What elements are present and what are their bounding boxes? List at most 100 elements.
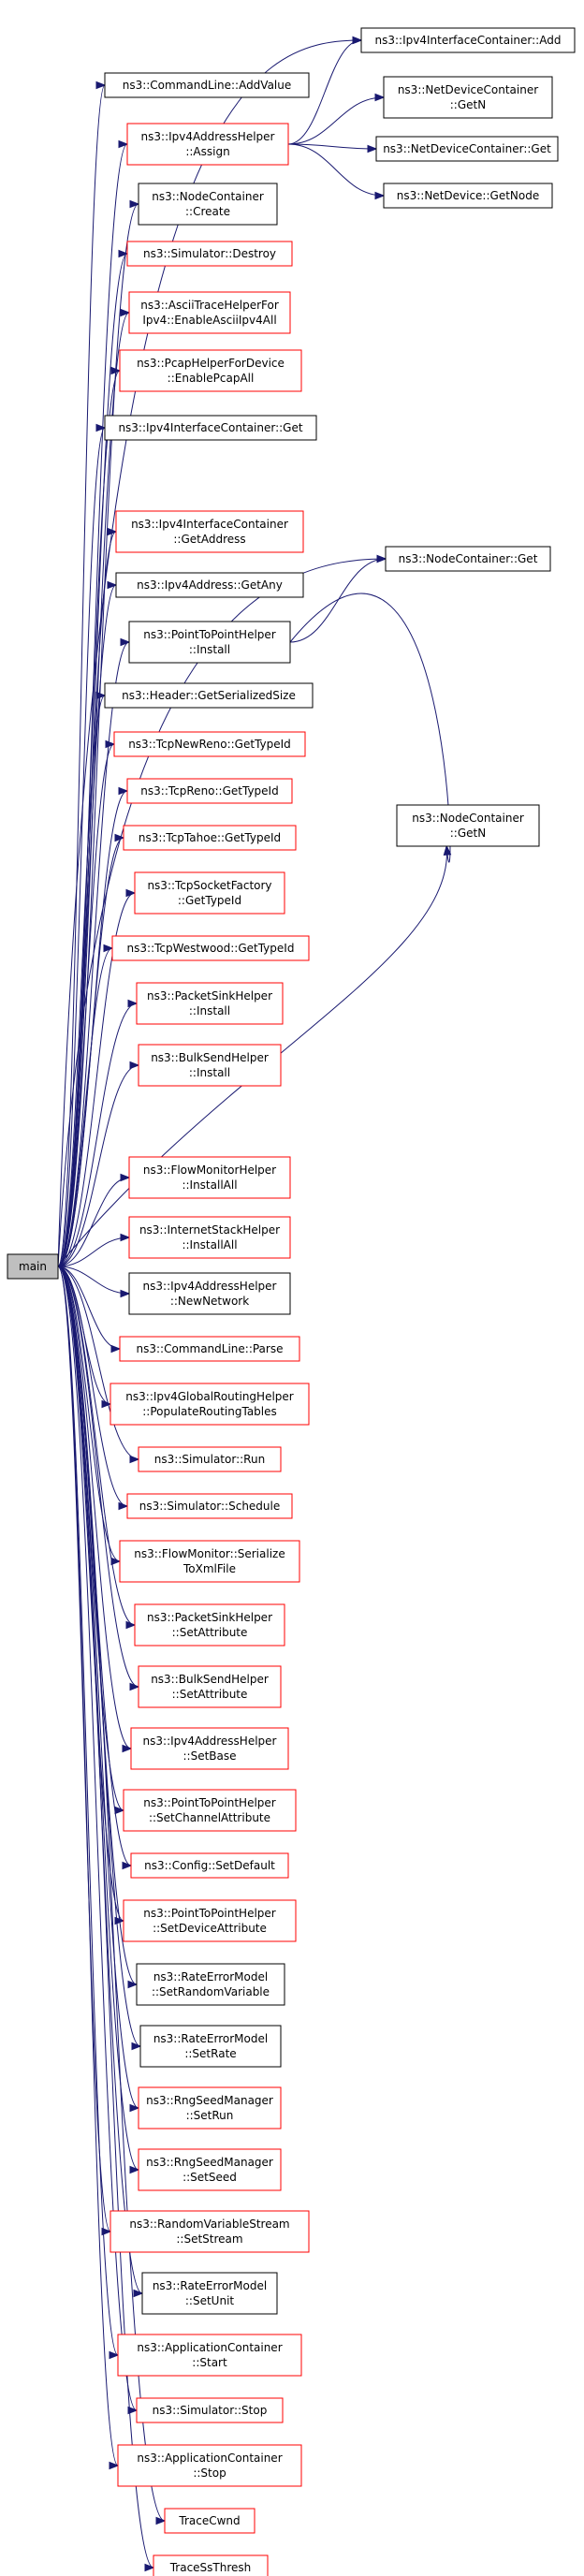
- edge-main-to-n22: [57, 1266, 122, 1354]
- node-n37[interactable]: ns3::RandomVariableStream::SetStream: [110, 2210, 310, 2253]
- node-box: [138, 1044, 282, 1087]
- edge-line: [287, 143, 377, 150]
- edge-arrowhead: [118, 1501, 129, 1511]
- node-n29[interactable]: ns3::Ipv4AddressHelper::SetBase: [130, 1727, 289, 1770]
- node-n6[interactable]: ns3::PcapHelperForDevice::EnablePcapAll: [119, 349, 302, 392]
- node-label: ns3::BulkSendHelper: [151, 1673, 269, 1686]
- edge-line: [57, 1064, 139, 1267]
- node-n10[interactable]: ns3::PointToPointHelper::Install: [128, 621, 291, 664]
- node-n36[interactable]: ns3::RngSeedManager::SetSeed: [138, 2148, 282, 2191]
- call-nodes: mainns3::CommandLine::AddValuens3::Ipv4A…: [7, 27, 576, 2576]
- node-r5[interactable]: ns3::NodeContainer::Get: [385, 546, 551, 572]
- edge-line: [57, 84, 106, 1267]
- node-box: [128, 291, 291, 334]
- node-label: ns3::Simulator::Stop: [153, 2404, 268, 2417]
- node-n9[interactable]: ns3::Ipv4Address::GetAny: [115, 572, 304, 598]
- node-box: [104, 415, 317, 441]
- node-n40[interactable]: ns3::Simulator::Stop: [136, 2397, 284, 2423]
- node-n39[interactable]: ns3::ApplicationContainer::Start: [117, 2334, 302, 2377]
- node-n13[interactable]: ns3::TcpReno::GetTypeId: [126, 778, 293, 804]
- node-n15[interactable]: ns3::TcpSocketFactory::GetTypeId: [134, 871, 285, 915]
- node-label: ::Install: [189, 1004, 230, 1017]
- node-label: TraceSsThresh: [169, 2561, 252, 2574]
- node-n12[interactable]: ns3::TcpNewReno::GetTypeId: [113, 731, 306, 757]
- edge-main-to-n25: [57, 1266, 129, 1511]
- node-box: [119, 1540, 300, 1583]
- node-n28[interactable]: ns3::BulkSendHelper::SetAttribute: [138, 1665, 282, 1708]
- node-n32[interactable]: ns3::PointToPointHelper::SetDeviceAttrib…: [123, 1899, 297, 1942]
- node-n34[interactable]: ns3::RateErrorModel::SetRate: [139, 2025, 282, 2068]
- node-n41[interactable]: ns3::ApplicationContainer::Stop: [117, 2444, 302, 2487]
- node-label: ns3::PointToPointHelper: [143, 1907, 276, 1920]
- node-n18[interactable]: ns3::BulkSendHelper::Install: [138, 1044, 282, 1087]
- node-box: [128, 1216, 291, 1259]
- node-n19[interactable]: ns3::FlowMonitorHelper::InstallAll: [128, 1156, 291, 1199]
- node-n3[interactable]: ns3::NodeContainer::Create: [138, 183, 278, 226]
- node-n31[interactable]: ns3::Config::SetDefault: [130, 1852, 289, 1879]
- edge-arrowhead: [125, 1620, 137, 1630]
- node-n17[interactable]: ns3::PacketSinkHelper::Install: [136, 982, 284, 1025]
- node-label: ns3::NetDeviceContainer::Get: [383, 142, 551, 155]
- node-n33[interactable]: ns3::RateErrorModel::SetRandomVariable: [136, 1963, 285, 2006]
- node-box: [126, 778, 293, 804]
- node-n27[interactable]: ns3::PacketSinkHelper::SetAttribute: [134, 1603, 285, 1647]
- node-label: ::SetSeed: [182, 2171, 237, 2184]
- node-r4[interactable]: ns3::NetDevice::GetNode: [383, 183, 553, 209]
- node-label: ns3::RateErrorModel: [153, 2279, 267, 2292]
- node-n21[interactable]: ns3::Ipv4AddressHelper::NewNetwork: [128, 1272, 291, 1315]
- node-label: ns3::FlowMonitorHelper: [143, 1164, 276, 1177]
- node-n2[interactable]: ns3::Ipv4AddressHelper::Assign: [126, 123, 289, 166]
- edge-arrowhead: [120, 637, 131, 647]
- node-n7[interactable]: ns3::Ipv4InterfaceContainer::Get: [104, 415, 317, 441]
- node-n8[interactable]: ns3::Ipv4InterfaceContainer::GetAddress: [115, 510, 304, 553]
- node-n24[interactable]: ns3::Simulator::Run: [138, 1446, 282, 1472]
- node-n4[interactable]: ns3::Simulator::Destroy: [126, 241, 293, 267]
- edge-line: [57, 1266, 154, 2569]
- edge-main-to-n21: [57, 1266, 131, 1298]
- node-box: [134, 1603, 285, 1647]
- node-n38[interactable]: ns3::RateErrorModel::SetUnit: [141, 2272, 278, 2315]
- node-box: [119, 349, 302, 392]
- node-n35[interactable]: ns3::RngSeedManager::SetRun: [138, 2086, 282, 2130]
- node-r6[interactable]: ns3::NodeContainer::GetN: [396, 804, 540, 847]
- node-n43[interactable]: TraceSsThresh: [153, 2554, 269, 2576]
- node-box: [138, 2148, 282, 2191]
- node-box: [130, 1852, 289, 1879]
- node-r2[interactable]: ns3::NetDeviceContainer::GetN: [383, 76, 553, 119]
- edge-arrowhead: [367, 144, 378, 154]
- node-n1[interactable]: ns3::CommandLine::AddValue: [104, 72, 310, 98]
- node-box: [113, 731, 306, 757]
- node-box: [128, 621, 291, 664]
- node-n42[interactable]: TraceCwnd: [164, 2508, 256, 2534]
- node-label: ns3::Config::SetDefault: [144, 1859, 275, 1872]
- node-n5[interactable]: ns3::AsciiTraceHelperForIpv4::EnableAsci…: [128, 291, 291, 334]
- node-n20[interactable]: ns3::InternetStackHelper::InstallAll: [128, 1216, 291, 1259]
- node-n25[interactable]: ns3::Simulator::Schedule: [126, 1493, 293, 1519]
- node-n30[interactable]: ns3::PointToPointHelper::SetChannelAttri…: [123, 1789, 297, 1832]
- edge-main-to-n41: [57, 1266, 120, 2470]
- node-n16[interactable]: ns3::TcpWestwood::GetTypeId: [111, 935, 310, 961]
- node-n14[interactable]: ns3::TcpTahoe::GetTypeId: [123, 825, 297, 851]
- edge-arrowhead: [127, 999, 139, 1008]
- node-n23[interactable]: ns3::Ipv4GlobalRoutingHelper::PopulateRo…: [110, 1383, 310, 1426]
- edge-main-to-n16: [57, 944, 114, 1267]
- node-label: ::PopulateRoutingTables: [142, 1405, 277, 1418]
- node-label: ::SetRandomVariable: [152, 1985, 270, 1998]
- node-label: ns3::Ipv4AddressHelper: [141, 130, 275, 143]
- node-r1[interactable]: ns3::Ipv4InterfaceContainer::Add: [360, 27, 576, 53]
- node-box: [360, 27, 576, 53]
- edge-n10-to-r6: [289, 593, 452, 863]
- node-r3[interactable]: ns3::NetDeviceContainer::Get: [375, 136, 559, 162]
- node-n11[interactable]: ns3::Header::GetSerializedSize: [104, 682, 314, 709]
- edge-arrowhead: [374, 93, 386, 102]
- edge-main-to-n35: [57, 1266, 140, 2113]
- node-label: ns3::RngSeedManager: [146, 2094, 273, 2107]
- node-n22[interactable]: ns3::CommandLine::Parse: [119, 1336, 300, 1362]
- node-label: ns3::PacketSinkHelper: [147, 989, 272, 1003]
- node-box: [164, 2508, 256, 2534]
- node-label: ns3::CommandLine::Parse: [137, 1342, 284, 1355]
- node-box: [385, 546, 551, 572]
- node-label: ::Install: [189, 643, 230, 656]
- edge-arrowhead: [109, 2461, 120, 2470]
